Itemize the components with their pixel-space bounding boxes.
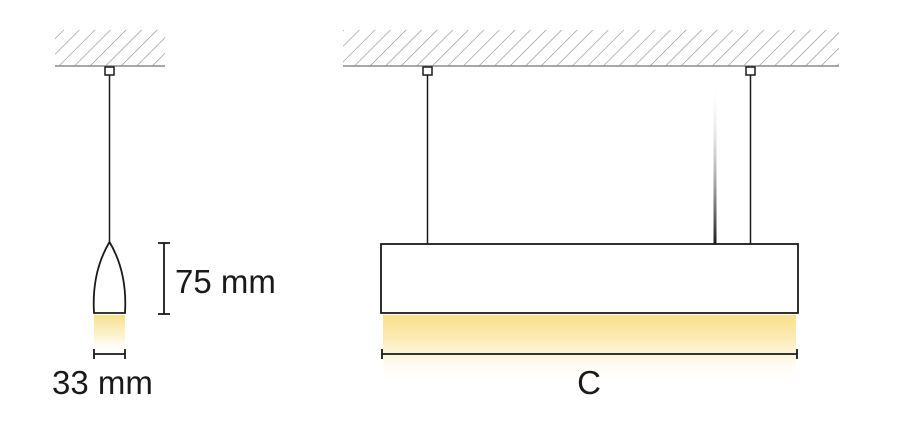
pendant-body (92, 240, 127, 314)
ceiling-mount-right (745, 66, 756, 76)
pendant-luminaire (92, 66, 127, 355)
ceiling-left (55, 30, 165, 67)
length-dimension (381, 349, 798, 359)
linear-light-glow (383, 315, 796, 385)
length-label: C (577, 364, 601, 401)
width-label: 33 mm (52, 364, 153, 401)
height-label: 75 mm (175, 263, 276, 300)
linear-luminaire (380, 66, 799, 385)
ceiling-mount (104, 66, 115, 76)
power-cable (713, 80, 717, 244)
luminaire-body (380, 243, 799, 314)
ceiling-mount-left (422, 66, 433, 76)
height-dimension (158, 242, 170, 315)
pendant-light-glow (94, 315, 125, 355)
width-dimension (93, 349, 126, 359)
ceiling-right (343, 30, 839, 67)
